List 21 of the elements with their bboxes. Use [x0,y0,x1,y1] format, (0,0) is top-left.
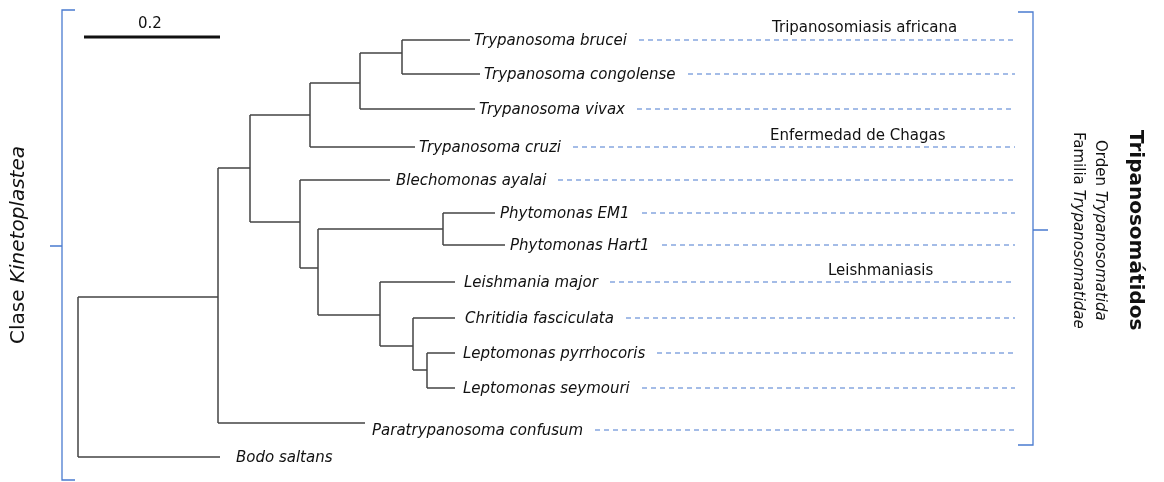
species-name: Blechomonas ayalai [396,171,547,189]
species-name: Bodo saltans [236,448,333,466]
species-name: Phytomonas EM1 [500,204,630,222]
disease-label: Enfermedad de Chagas [770,126,946,144]
disease-label: Tripanosomiasis africana [772,18,958,36]
disease-label: Leishmaniasis [828,261,934,279]
species-name: Paratrypanosoma confusum [372,421,584,439]
species-name: Trypanosoma congolense [484,65,676,83]
group-label: Clase Kinetoplastea [8,146,26,344]
species-name: Leishmania major [464,273,598,291]
species-name: Trypanosoma vivax [479,100,625,118]
species-name: Chritidia fasciculata [465,309,614,327]
group-label: Familia Trypanosomatidae [1070,131,1088,329]
group-label: Tripanosomátidos [1128,130,1146,331]
species-name: Trypanosoma brucei [474,31,627,49]
scale-label: 0.2 [138,14,162,32]
species-name: Trypanosoma cruzi [419,138,561,156]
species-name: Leptomonas pyrrhocoris [463,344,646,362]
species-name: Phytomonas Hart1 [510,236,650,254]
group-label: Orden Trypanosomatida [1092,139,1110,321]
species-name: Leptomonas seymouri [463,379,630,397]
